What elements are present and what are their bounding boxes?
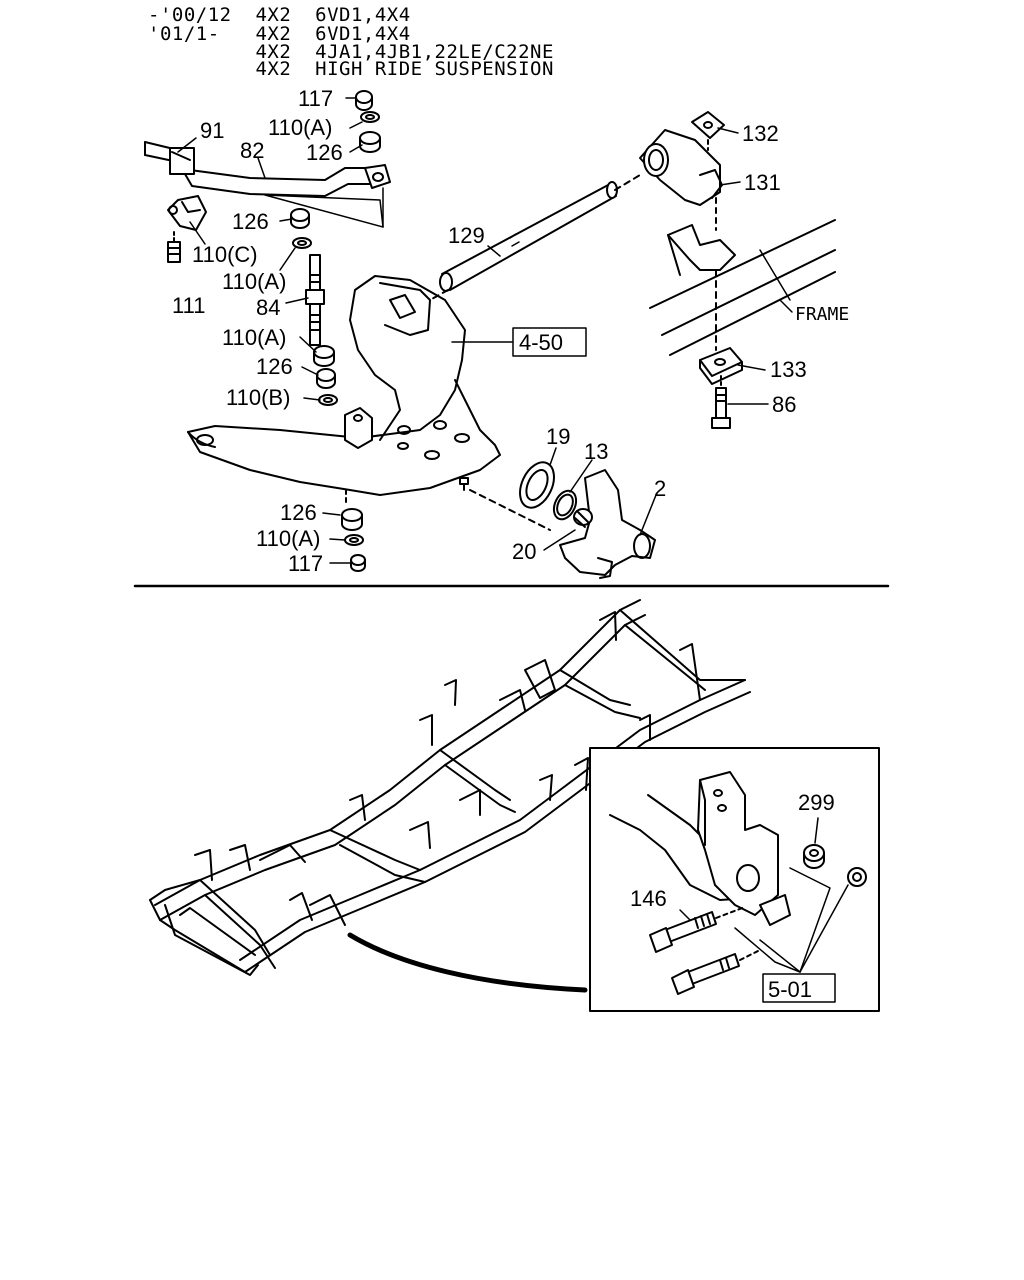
callout-111: 111 <box>172 293 205 318</box>
ref-label-4-50: 4-50 <box>519 330 563 355</box>
washer-stack-upper <box>355 90 381 153</box>
callout-146: 146 <box>630 886 667 911</box>
torsion-bar-129 <box>429 174 641 301</box>
callout-110b: 110(B) <box>226 385 290 410</box>
callout-91: 91 <box>200 118 224 143</box>
callout-110a-1: 110(A) <box>268 115 332 140</box>
callout-133: 133 <box>770 357 807 382</box>
bolt-lower-inset <box>671 949 761 995</box>
bolt-111 <box>167 231 181 263</box>
header-line-3: 4X2 4JA1,4JB1,22LE/C22NE <box>148 41 554 63</box>
link-rod-84 <box>305 254 325 346</box>
callout-126-c: 126 <box>256 354 293 379</box>
oil-seal-19 <box>519 461 555 509</box>
header-line-2: '01/1- 4X2 6VD1,4X4 <box>148 23 411 45</box>
callout-126-a: 126 <box>306 140 343 165</box>
washer-stack-lower <box>313 345 338 406</box>
callout-131: 131 <box>744 170 781 195</box>
frame-rail <box>649 219 836 356</box>
callout-19: 19 <box>546 424 570 449</box>
callout-117-top: 117 <box>298 86 333 111</box>
bracket-110c <box>167 195 207 231</box>
detail-bracket <box>609 771 791 926</box>
anchor-arm-131 <box>639 129 723 231</box>
callout-110a-3: 110(A) <box>222 325 286 350</box>
detail-arrow <box>347 932 588 993</box>
callout-82: 82 <box>240 138 264 163</box>
callout-132: 132 <box>742 121 779 146</box>
callout-126-d: 126 <box>280 500 317 525</box>
ref-box-4-50 <box>512 327 587 357</box>
callout-110a-4: 110(A) <box>256 526 320 551</box>
callout-20: 20 <box>512 539 536 564</box>
callout-299: 299 <box>798 790 835 815</box>
callout-110c: 110(C) <box>192 242 258 267</box>
nut-299 <box>803 844 825 869</box>
header-line-1: -'00/12 4X2 6VD1,4X4 <box>148 4 411 26</box>
header-line-4: 4X2 HIGH RIDE SUSPENSION <box>148 58 554 80</box>
callout-129: 129 <box>448 223 485 248</box>
stabilizer-bar <box>144 141 391 197</box>
callout-2: 2 <box>654 476 666 501</box>
ref-label-5-01: 5-01 <box>768 977 812 1002</box>
height-control-seat-133 <box>699 347 743 385</box>
snap-ring-13 <box>552 489 578 521</box>
callout-labels: 117 110(A) 91 82 126 132 131 126 129 110… <box>172 86 849 1002</box>
callout-84: 84 <box>256 295 280 320</box>
washer-stack-middle <box>290 208 312 249</box>
bolt-146 <box>649 906 746 953</box>
knuckle-2 <box>469 469 656 579</box>
callout-126-b: 126 <box>232 209 269 234</box>
chassis-frame <box>149 599 751 976</box>
bolt-86 <box>711 375 731 429</box>
ref-box-5-01 <box>762 973 836 1003</box>
callout-13: 13 <box>584 439 608 464</box>
callout-117-bottom: 117 <box>288 551 323 576</box>
washer-inset <box>847 867 867 887</box>
callout-86: 86 <box>772 392 796 417</box>
callout-110a-2: 110(A) <box>222 269 286 294</box>
callout-frame: FRAME <box>795 304 849 325</box>
adjust-nut-132 <box>691 111 725 151</box>
leader-lines <box>177 97 849 973</box>
lower-control-arm <box>187 275 501 506</box>
